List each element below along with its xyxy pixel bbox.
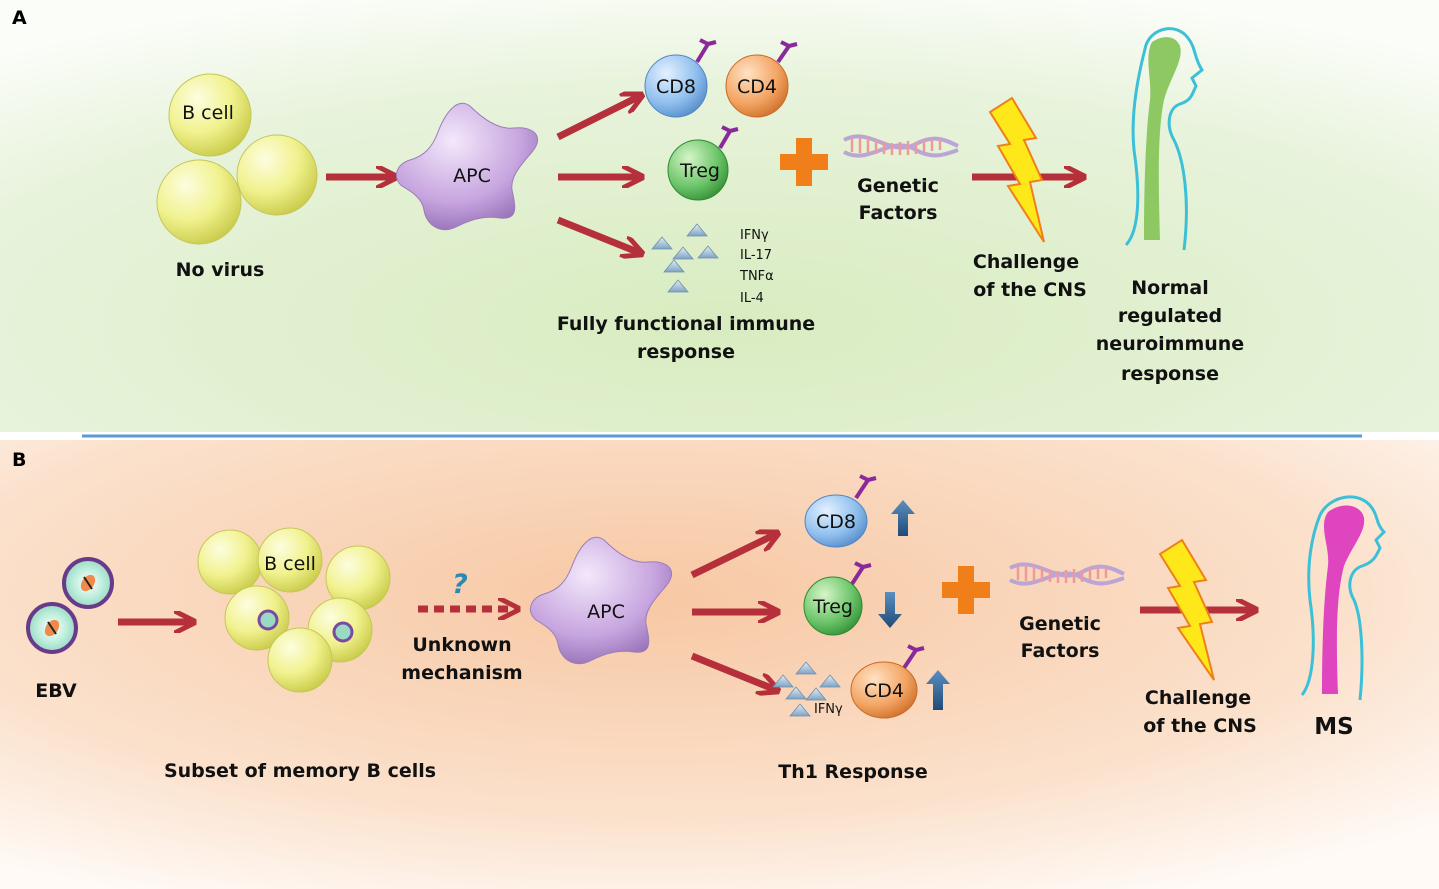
cd4-cell-a: CD4 [725, 40, 798, 118]
genetic-label: Genetic [857, 175, 939, 197]
infected-nucleus-icon [332, 621, 354, 643]
memory-b-cells-label: Subset of memory B cells [164, 760, 436, 782]
panel-a-letter: A [12, 7, 27, 29]
arrow-apc-to-cytokines [556, 216, 640, 253]
cytokine-icon [819, 674, 841, 688]
cd4-label: CD4 [864, 680, 904, 702]
receptor-icon [718, 125, 739, 150]
cytokines-a [651, 223, 719, 293]
cd8-cell-b: CD8 [804, 474, 877, 548]
cytokine-icon [697, 245, 719, 259]
challenge-label: of the CNS [973, 279, 1087, 301]
arrow-apc-to-cd4-b [690, 652, 776, 690]
arrow-apc-to-cd8 [556, 96, 640, 141]
cytokine-label: IL-4 [740, 291, 764, 306]
cytokine-label: TNFα [739, 269, 774, 284]
apc-label: APC [587, 601, 625, 623]
treg-cell-b: Treg [803, 561, 872, 636]
b-cell [168, 73, 252, 157]
cytokine-icon [672, 246, 694, 260]
cd8-label: CD8 [816, 511, 856, 533]
cytokine-icon [805, 687, 827, 701]
up-arrow-icon [891, 500, 915, 536]
unknown-mechanism-label: Unknown [412, 634, 511, 656]
outcome-label: neuroimmune [1096, 333, 1244, 355]
b-cell [197, 529, 263, 595]
treg-label: Treg [812, 596, 853, 618]
lightning-icon [988, 96, 1045, 243]
outcome-label: response [1121, 363, 1219, 385]
ifn-label: IFNγ [814, 702, 843, 717]
b-cell-label: B cell [264, 553, 316, 575]
b-cell-group-a: B cell [156, 73, 318, 245]
no-virus-label: No virus [176, 259, 265, 281]
treg-label: Treg [679, 160, 720, 182]
cytokine-icon [789, 703, 811, 717]
cd4-cell-b: CD4 [850, 644, 925, 719]
apc-cell-b: APC [529, 537, 672, 665]
receptor-icon [902, 644, 925, 670]
challenge-label: of the CNS [1143, 715, 1257, 737]
human-head-normal-icon [1124, 27, 1205, 251]
b-cell [156, 159, 242, 245]
cytokine-label: IL-17 [740, 248, 772, 263]
cytokine-icon [686, 223, 708, 237]
cytokine-icon [667, 279, 689, 293]
challenge-label: Challenge [973, 251, 1079, 273]
immune-response-label: response [637, 341, 735, 363]
infected-nucleus-icon [257, 609, 279, 631]
cytokine-icon [651, 236, 673, 250]
genetic-label: Genetic [1019, 613, 1101, 635]
b-cell [257, 527, 323, 593]
apc-label: APC [453, 165, 491, 187]
question-mark-icon: ? [452, 569, 468, 600]
th1-response-label: Th1 Response [778, 761, 928, 783]
cd4-label: CD4 [737, 76, 777, 98]
unknown-mechanism-label: mechanism [401, 662, 522, 684]
challenge-label: Challenge [1145, 687, 1251, 709]
receptor-icon [850, 561, 872, 586]
cytokine-label: IFNγ [740, 228, 769, 243]
cytokine-icon [785, 686, 807, 700]
treg-cell-a: Treg [667, 125, 739, 201]
genetic-label: Factors [859, 202, 938, 224]
immune-response-label: Fully functional immune [557, 313, 815, 335]
arrow-apc-to-cd8-b [690, 534, 776, 579]
memory-b-cells: B cell [197, 527, 391, 693]
b-cell [267, 627, 333, 693]
plus-icon [942, 566, 990, 614]
cd8-label: CD8 [656, 76, 696, 98]
b-cell-label: B cell [182, 102, 234, 124]
apc-cell-a: APC [395, 103, 538, 231]
cytokines-b [772, 661, 841, 717]
plus-icon [780, 138, 828, 186]
b-cell [224, 585, 290, 651]
cytokine-icon [772, 674, 794, 688]
dna-icon-a [843, 134, 959, 158]
ms-label: MS [1314, 714, 1353, 740]
cytokine-icon [663, 259, 685, 273]
lightning-icon [1158, 538, 1215, 681]
up-arrow-icon [926, 670, 950, 710]
b-cell [236, 134, 318, 216]
down-arrow-icon [878, 592, 902, 628]
cytokine-icon [795, 661, 817, 675]
receptor-icon [854, 474, 877, 500]
panel-b-letter: B [12, 449, 26, 471]
genetic-label: Factors [1021, 640, 1100, 662]
receptor-icon [695, 38, 717, 64]
receptor-icon [776, 40, 798, 64]
human-head-ms-icon [1300, 495, 1387, 701]
ebv-virus-group [26, 557, 114, 654]
cd8-cell-a: CD8 [644, 38, 717, 118]
outcome-label: regulated [1118, 305, 1222, 327]
dna-icon-b [1009, 562, 1125, 586]
outcome-label: Normal [1131, 277, 1208, 299]
ebv-label: EBV [35, 680, 77, 702]
